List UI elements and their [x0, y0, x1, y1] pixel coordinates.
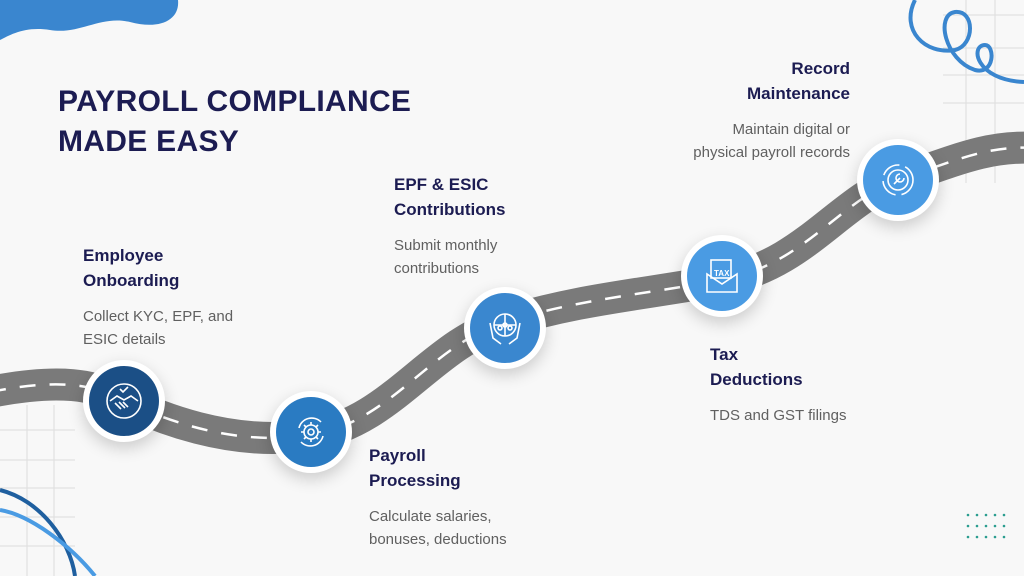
tax-envelope-icon: TAX: [687, 241, 757, 311]
page-title: PAYROLL COMPLIANCE MADE EASY: [58, 82, 411, 162]
tax-icon-text: TAX: [714, 269, 730, 278]
node-onboarding: [83, 360, 165, 442]
swirl-decor: [908, 0, 1024, 84]
handshake-icon: [89, 366, 159, 436]
step-description: Calculate salaries,bonuses, deductions: [369, 508, 507, 548]
arcs-decor: [0, 488, 97, 576]
hands-globe-people-icon: [470, 293, 540, 363]
gear-cycle-icon: [276, 397, 346, 467]
grid-decor-left: [0, 405, 75, 576]
title-line-2: MADE EASY: [58, 125, 240, 158]
node-epf-esic: [464, 287, 546, 369]
node-record: [857, 139, 939, 221]
node-tax: TAX: [681, 235, 763, 317]
top-left-blob: [0, 0, 179, 40]
step-description: TDS and GST filings: [710, 407, 847, 424]
dot-grid-decor: [966, 513, 1006, 539]
title-line-1: PAYROLL COMPLIANCE: [58, 85, 412, 118]
wrench-gear-icon: [863, 145, 933, 215]
node-payroll: [270, 391, 352, 473]
